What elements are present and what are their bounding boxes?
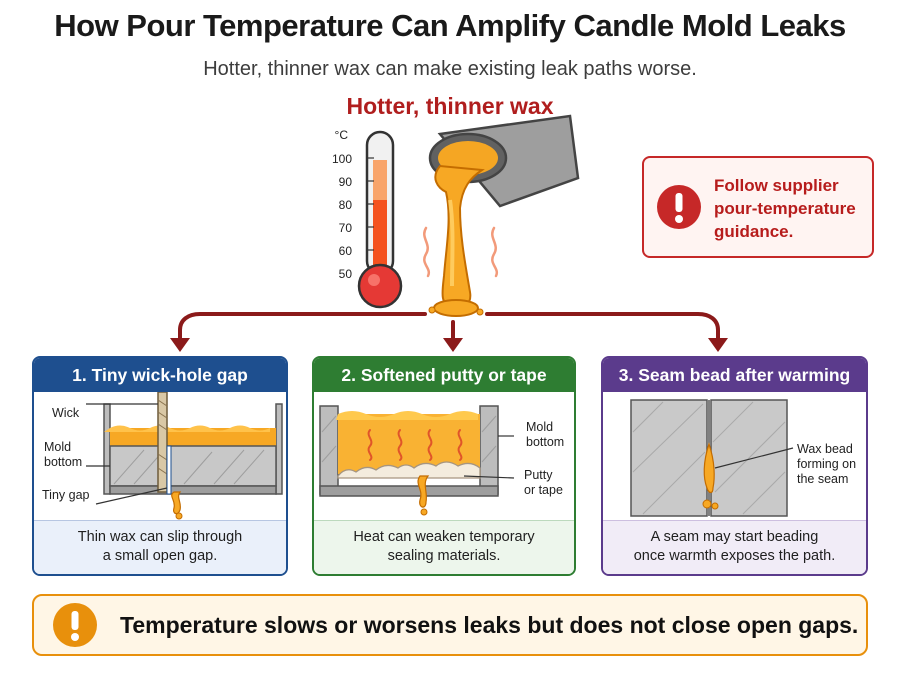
thermometer-tick: 90	[338, 175, 352, 189]
label-mold-bottom: Mold bottom	[44, 440, 82, 470]
thermometer-unit: °C	[334, 128, 348, 142]
thermometer-tick: 100	[331, 152, 352, 166]
label-wick: Wick	[52, 406, 80, 420]
label-line: Putty	[524, 468, 553, 482]
label-line: Mold	[526, 420, 554, 434]
key-takeaway-bar: Temperature slows or worsens leaks but d…	[32, 594, 868, 656]
exclamation-icon	[657, 185, 701, 229]
panel-caption: Thin wax can slip through a small open g…	[34, 520, 286, 574]
caption-line: Heat can weaken temporary	[353, 529, 535, 545]
label-tiny-gap: Tiny gap	[42, 488, 90, 502]
label-line: Mold	[44, 440, 72, 454]
page-title: How Pour Temperature Can Amplify Candle …	[54, 8, 846, 43]
panel-title: 1. Tiny wick-hole gap	[34, 358, 286, 392]
branch-arrows	[170, 312, 728, 352]
exclamation-icon	[53, 603, 97, 647]
label-putty-or-tape: Putty or tape	[524, 468, 563, 498]
guidance-line: guidance.	[714, 222, 794, 241]
panel-seam-bead: 3. Seam bead after warming Wax bead form…	[601, 356, 868, 576]
seam-illustration	[630, 399, 794, 517]
caption-line: once warmth exposes the path.	[633, 548, 836, 564]
pouring-wax-illustration	[423, 114, 580, 317]
guidance-line: Follow supplier	[714, 176, 839, 195]
thermometer-tick: 50	[338, 267, 352, 281]
putty-illustration	[319, 405, 515, 516]
thermometer-tick: 80	[338, 198, 352, 212]
label-line: or tape	[524, 483, 563, 497]
label-line: the seam	[797, 472, 849, 486]
panel-title: 3. Seam bead after warming	[603, 358, 866, 392]
guidance-callout: Follow supplier pour-temperature guidanc…	[642, 156, 874, 258]
panel-caption: Heat can weaken temporary sealing materi…	[314, 520, 574, 574]
label-mold-bottom: Mold bottom	[526, 420, 564, 450]
label-wax-bead: Wax bead forming on the seam	[797, 442, 856, 487]
key-takeaway-text: Temperature slows or worsens leaks but d…	[120, 612, 859, 638]
panel-softened-putty: 2. Softened putty or tape Mold	[312, 356, 576, 576]
label-line: bottom	[44, 455, 83, 469]
hot-wax-label: Hotter, thinner wax	[346, 93, 554, 119]
thermometer-tick: 70	[338, 221, 352, 235]
panel-wick-hole-gap: 1. Tiny wick-hole gap Wick Mold	[32, 356, 288, 576]
thermometer-icon	[357, 130, 403, 309]
guidance-line: pour-temperature	[714, 199, 856, 218]
page-subtitle: Hotter, thinner wax can make existing le…	[203, 58, 697, 80]
caption-line: Thin wax can slip through	[77, 529, 243, 545]
panel-caption: A seam may start beading once warmth exp…	[603, 520, 866, 574]
label-line: Wax bead	[797, 442, 853, 456]
caption-line: sealing materials.	[387, 548, 501, 564]
caption-line: A seam may start beading	[650, 529, 819, 545]
label-line: forming on	[797, 457, 857, 471]
caption-line: a small open gap.	[102, 548, 218, 564]
thermometer-tick: 60	[338, 244, 352, 258]
guidance-text: Follow supplier pour-temperature guidanc…	[714, 174, 872, 243]
wick-gap-illustration	[86, 392, 283, 520]
panel-title: 2. Softened putty or tape	[314, 358, 574, 392]
thermometer: °C 100 90 80 70 60 50	[322, 128, 412, 313]
label-line: bottom	[526, 435, 565, 449]
